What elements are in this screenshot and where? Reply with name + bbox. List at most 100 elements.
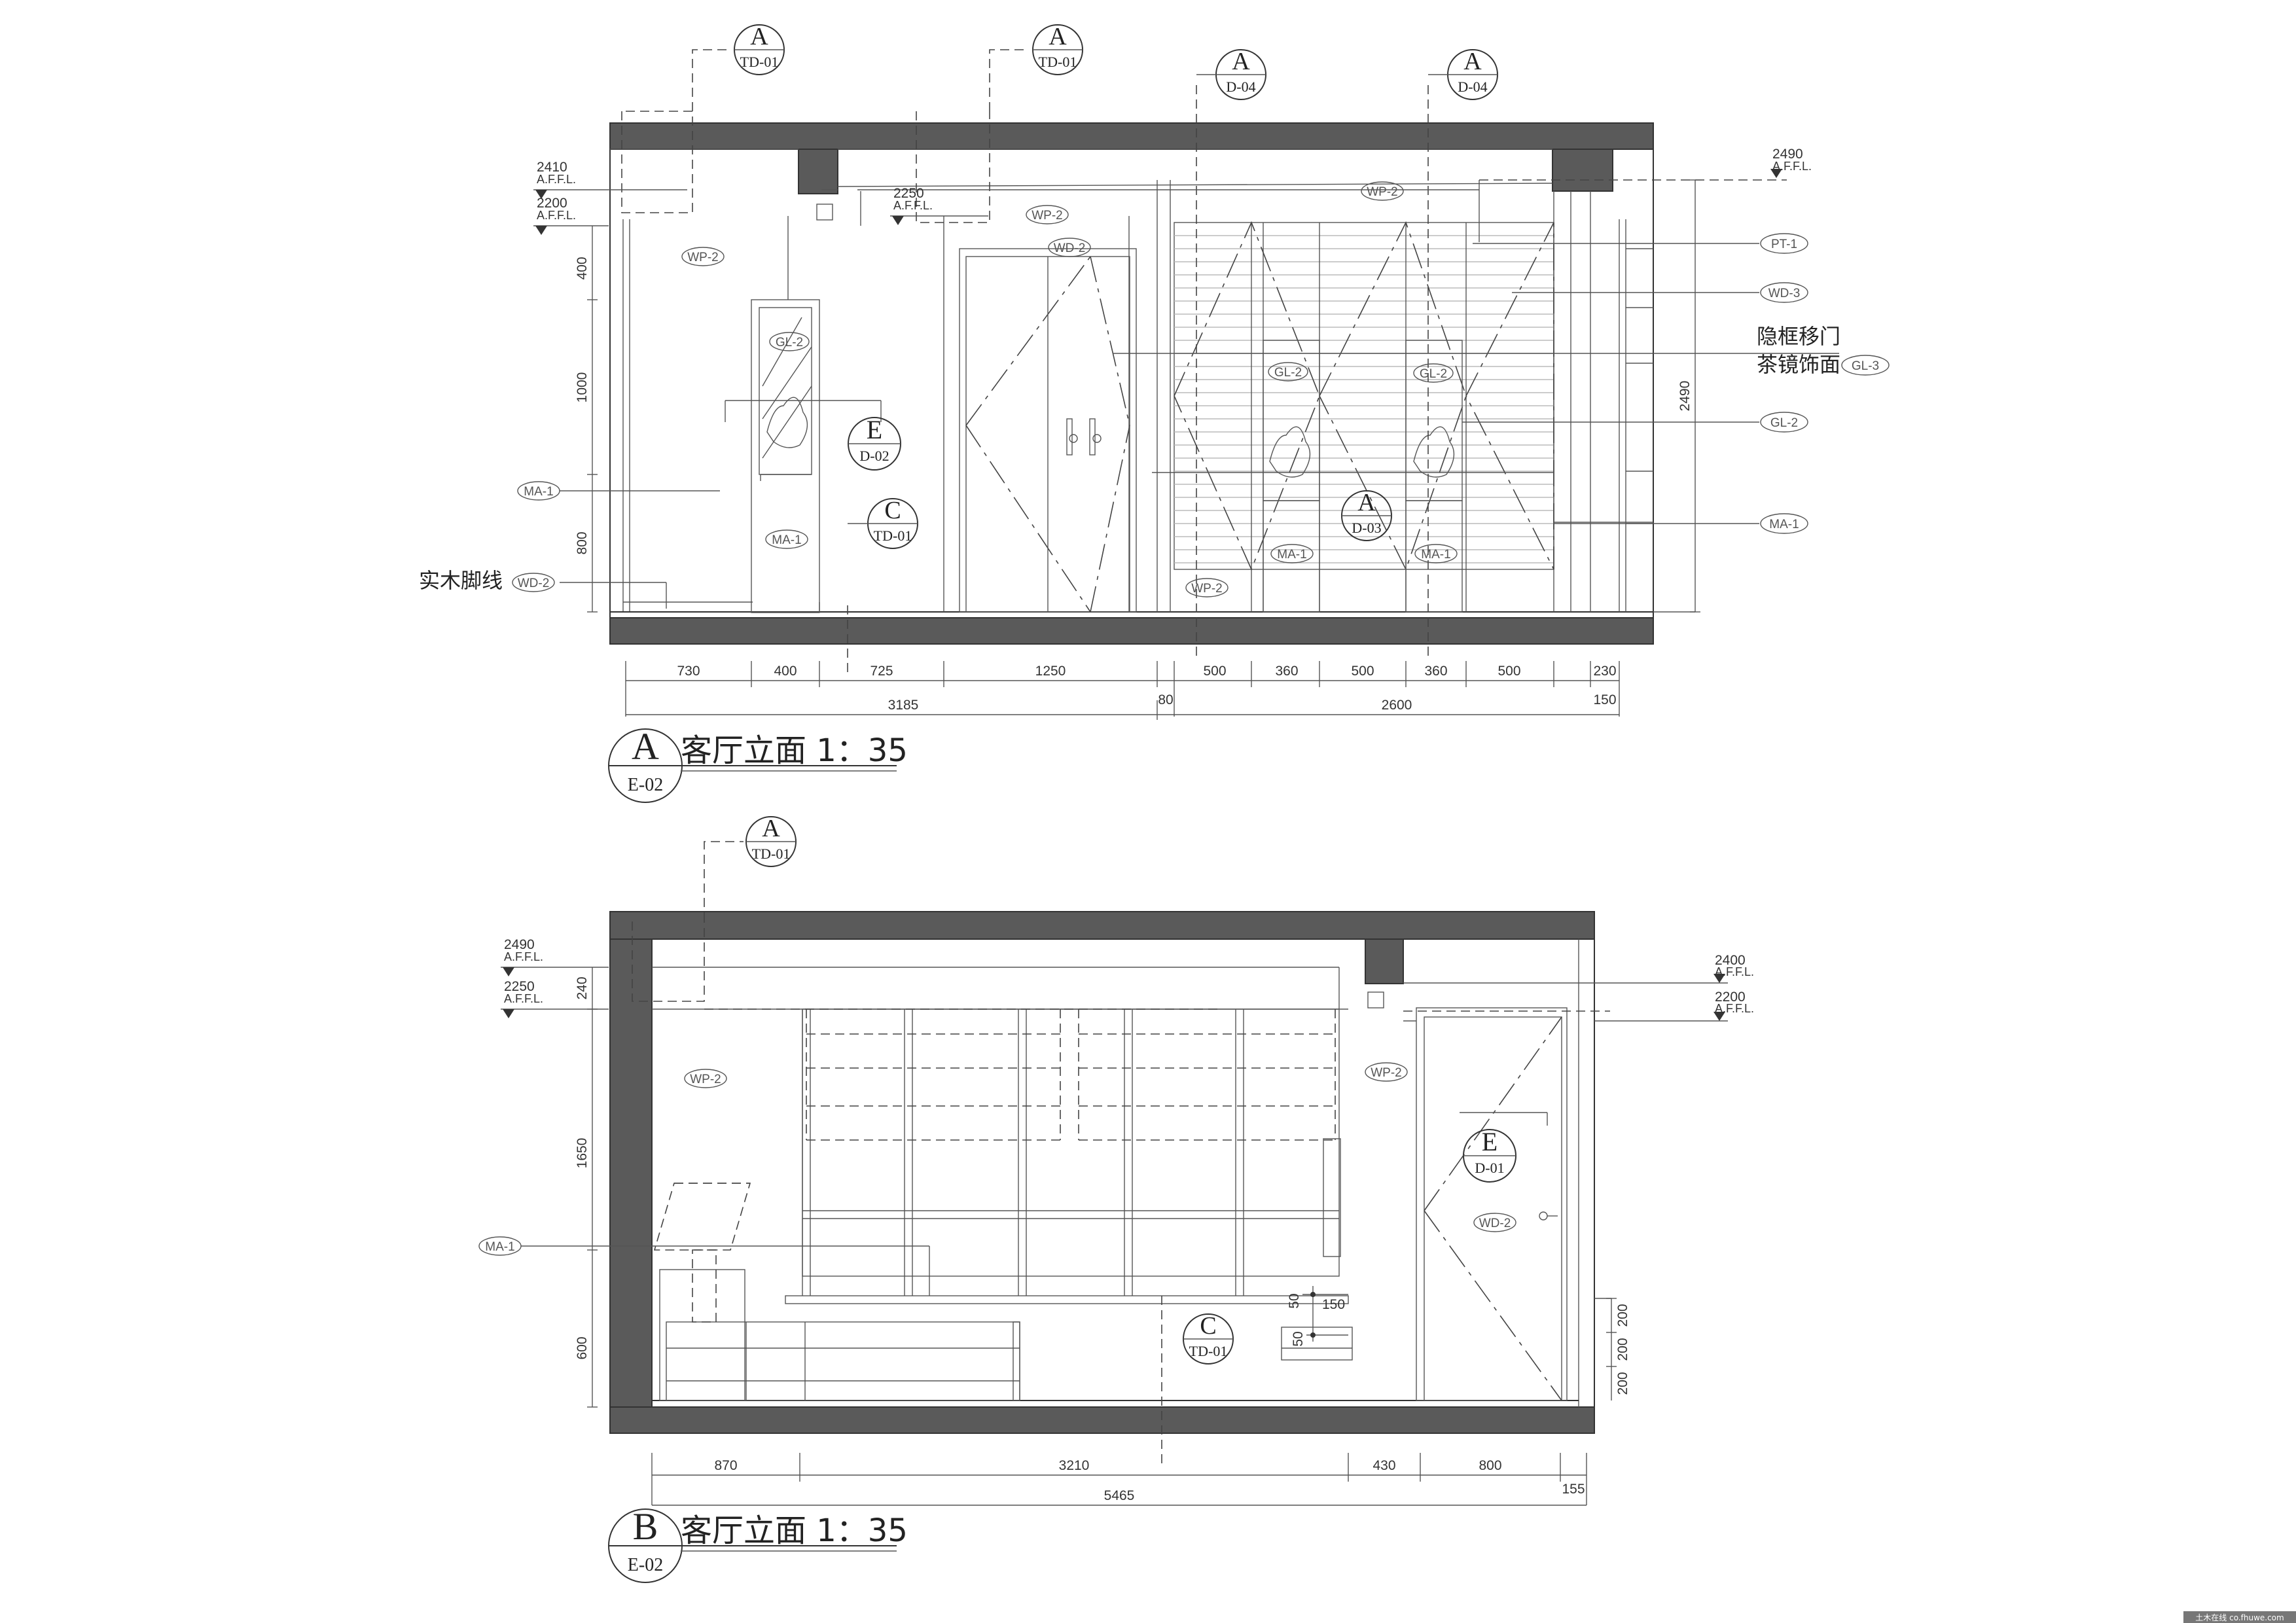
svg-text:WD-2: WD-2: [1479, 1217, 1511, 1230]
headboard-panel: [802, 1008, 1340, 1277]
bottom-dims-b: 870 3210 430 800 5465 155: [651, 1453, 1587, 1506]
tag-wd2-b: WD-2: [1473, 1213, 1516, 1232]
bottom-dims-a: 730 400 725 1250 500 360 500 360 500 230…: [625, 661, 1620, 720]
tag-wp2-a2: WP-2: [1026, 205, 1069, 224]
svg-text:200: 200: [1615, 1304, 1630, 1327]
callout-a-d04-1: A D-04: [1196, 48, 1266, 100]
title-b-text: 客厅立面 1：35: [681, 1512, 908, 1549]
callout-b-td01-top: A TD-01: [745, 815, 797, 867]
svg-text:WD-2: WD-2: [518, 577, 550, 590]
table-lamp: [653, 1183, 751, 1251]
svg-text:A.F.F.L.: A.F.F.L.: [1715, 1002, 1754, 1015]
note-hidden-sliding-door: 隐框移门: [1757, 324, 1840, 349]
svg-text:MA-1: MA-1: [524, 485, 553, 499]
svg-text:2490: 2490: [1677, 381, 1693, 412]
svg-text:500: 500: [1203, 664, 1226, 679]
ceiling-drop-a1: [798, 149, 838, 194]
svg-text:PT-1: PT-1: [1771, 238, 1797, 251]
svg-text:150: 150: [1322, 1297, 1345, 1312]
note-tea-mirror-finish: 茶镜饰面: [1757, 352, 1840, 377]
svg-text:2200: 2200: [537, 196, 567, 211]
title-a-letter: A: [632, 725, 659, 768]
svg-text:WP-2: WP-2: [1031, 209, 1063, 223]
level-2490: 2490 A.F.F.L.: [1479, 147, 1812, 181]
tag-ma1-a2: MA-1: [1270, 544, 1314, 563]
sculpture-a2: [1269, 426, 1311, 478]
sculpture-a1: [766, 397, 808, 448]
callout-a-d03: A D-03: [1341, 489, 1392, 541]
svg-text:1000: 1000: [575, 372, 590, 403]
ceiling-slab-b: [609, 911, 1595, 940]
svg-text:500: 500: [1351, 664, 1374, 679]
svg-text:A.F.F.L.: A.F.F.L.: [893, 199, 933, 212]
svg-text:TD-01: TD-01: [1039, 54, 1077, 70]
title-b-letter: B: [633, 1505, 658, 1548]
svg-text:A.F.F.L.: A.F.F.L.: [504, 950, 543, 963]
svg-text:800: 800: [575, 531, 590, 554]
svg-text:TD-01: TD-01: [752, 846, 791, 862]
svg-text:WP-2: WP-2: [1367, 185, 1398, 199]
tag-wd3-right: WD-3: [1760, 282, 1808, 303]
svg-text:400: 400: [774, 664, 797, 679]
svg-text:3210: 3210: [1059, 1458, 1090, 1473]
smoke-detector-a: [816, 204, 833, 221]
small-dims-b: 50 150 50: [1287, 1286, 1348, 1347]
tag-wp2-a4: WP-2: [1185, 578, 1229, 597]
svg-text:200: 200: [1615, 1372, 1630, 1395]
title-block-a: A E-02 客厅立面 1：35: [608, 725, 908, 803]
svg-text:A.F.F.L.: A.F.F.L.: [504, 992, 543, 1005]
mirror-hatch: [1174, 235, 1554, 563]
svg-text:A: A: [1357, 489, 1376, 516]
svg-text:GL-3: GL-3: [1852, 359, 1879, 373]
callout-a-d04-2: A D-04: [1428, 48, 1498, 100]
svg-text:5465: 5465: [1104, 1488, 1135, 1503]
callout-a-td01-1: A TD-01: [734, 23, 785, 75]
svg-text:A: A: [1049, 23, 1067, 50]
svg-text:TD-01: TD-01: [1189, 1343, 1228, 1359]
svg-text:240: 240: [575, 976, 590, 999]
level-b-2490: 2490 A.F.F.L.: [501, 937, 609, 976]
elevation-b: 2490 A.F.F.L. 2250 A.F.F.L. 2400 A.F.F.L…: [478, 815, 1754, 1583]
tag-wd2-left-a: WD-2: [512, 573, 555, 592]
tag-ma1-left-a: MA-1: [517, 481, 560, 501]
watermark-text: 土木在线 co.fhuwe.com: [2195, 1613, 2284, 1622]
callout-c-td01-b: C TD-01: [1183, 1312, 1234, 1364]
tag-gl2-a3: GL-2: [1413, 363, 1454, 383]
tag-wd2-a: WD-2: [1048, 238, 1091, 257]
svg-text:2200: 2200: [1715, 990, 1746, 1005]
svg-text:C: C: [1200, 1312, 1216, 1340]
svg-text:80: 80: [1158, 692, 1173, 707]
svg-text:2400: 2400: [1715, 953, 1746, 968]
svg-text:A: A: [1232, 48, 1250, 75]
svg-text:MA-1: MA-1: [485, 1240, 514, 1254]
vertical-dims-a: 400 1000 800: [575, 226, 598, 613]
callout-e-d02: E D-02: [848, 415, 901, 471]
sofa-b: [666, 1321, 1020, 1401]
svg-text:WP-2: WP-2: [687, 251, 719, 264]
elevation-a: 2410 A.F.F.L. 2200 A.F.F.L. 2250 A.F.F.L…: [419, 23, 1890, 803]
svg-text:1250: 1250: [1035, 664, 1066, 679]
title-a-text: 客厅立面 1：35: [681, 732, 908, 769]
level-b-2250: 2250 A.F.F.L.: [501, 979, 609, 1018]
svg-text:D-02: D-02: [859, 448, 889, 464]
svg-text:A.F.F.L.: A.F.F.L.: [1772, 160, 1812, 173]
svg-text:C: C: [884, 497, 901, 524]
svg-text:A.F.F.L.: A.F.F.L.: [537, 173, 576, 186]
svg-text:MA-1: MA-1: [1769, 518, 1799, 531]
svg-text:A: A: [750, 23, 768, 50]
floor-slab-a: [609, 617, 1654, 645]
svg-text:GL-2: GL-2: [1274, 366, 1302, 380]
tag-gl2-right: GL-2: [1760, 412, 1808, 433]
vertical-dims-b: 240 1650 600: [575, 967, 598, 1408]
svg-text:360: 360: [1275, 664, 1298, 679]
svg-text:1650: 1650: [575, 1138, 590, 1169]
ceiling-slab-a: [609, 122, 1654, 150]
right-vertical-dim-a: 2490: [1653, 179, 1700, 613]
tag-ma1-a3: MA-1: [1414, 544, 1458, 563]
svg-text:155: 155: [1562, 1482, 1585, 1497]
tag-wp2-a1: WP-2: [681, 247, 725, 266]
svg-text:WP-2: WP-2: [690, 1073, 721, 1086]
title-block-b: B E-02 客厅立面 1：35: [608, 1505, 908, 1583]
svg-text:A: A: [1463, 48, 1482, 75]
note-skirting: 实木脚线: [419, 568, 503, 593]
